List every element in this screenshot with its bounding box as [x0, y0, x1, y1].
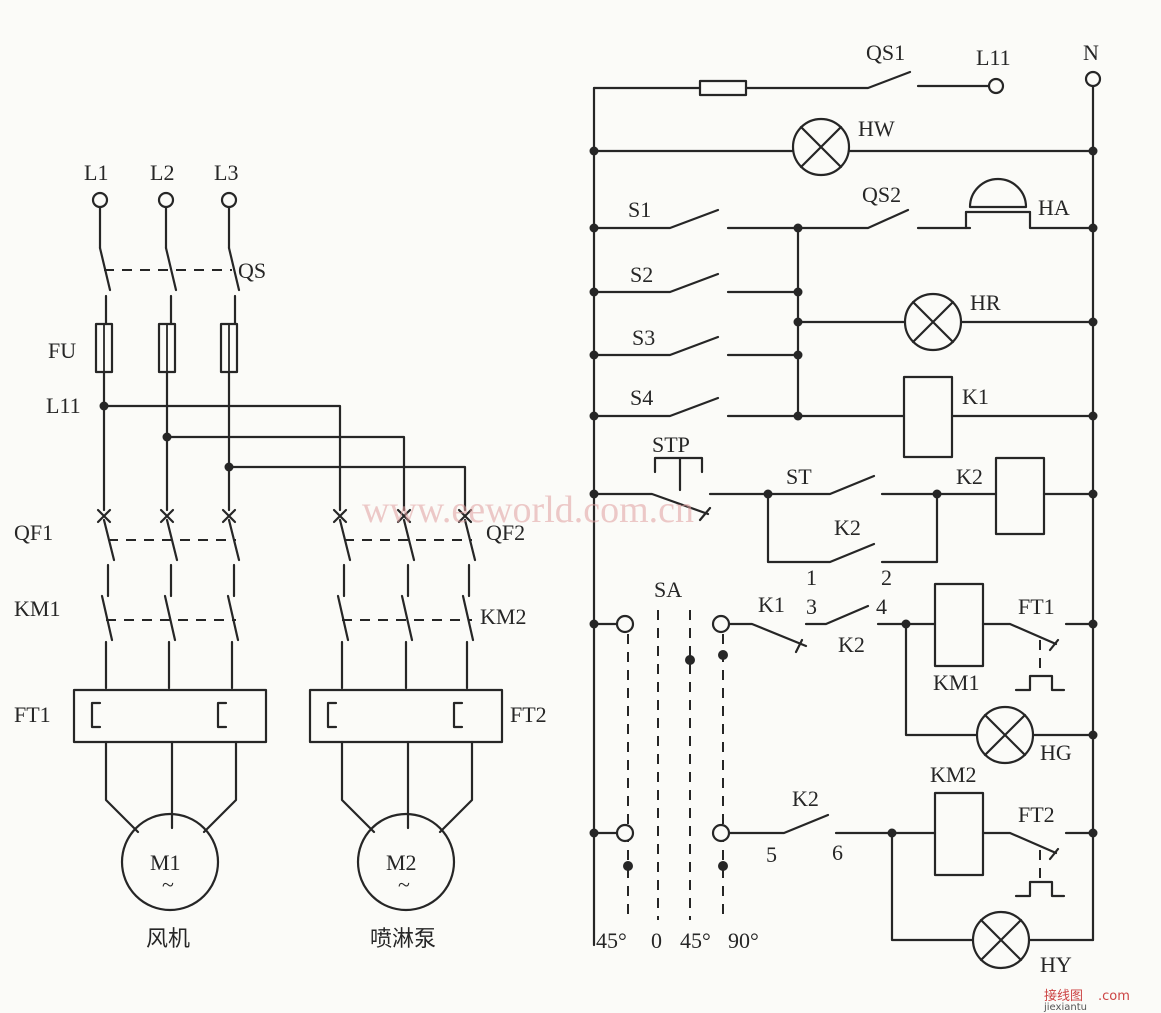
sa-position-1: 45° — [596, 928, 627, 953]
node-3: 3 — [806, 594, 817, 619]
node-4: 4 — [876, 594, 887, 619]
ft1-power-label: FT1 — [14, 702, 51, 727]
km2-power-label: KM2 — [480, 604, 526, 629]
sa-label: SA — [654, 577, 682, 602]
motor-m1 — [120, 812, 220, 912]
phase-l2-label: L2 — [150, 160, 174, 185]
sa-position-2: 0 — [651, 928, 662, 953]
k1-contact-label: K1 — [758, 592, 785, 617]
s2-label: S2 — [630, 262, 653, 287]
lamp-hr — [903, 292, 963, 352]
terminal-l1 — [91, 191, 109, 209]
sa-position-3: 45° — [680, 928, 711, 953]
ft1-overload-relay — [72, 688, 268, 744]
eeworld-watermark: www.eeworld.com.cn — [362, 489, 694, 531]
qs-label: QS — [238, 258, 266, 283]
motor-m2 — [356, 812, 456, 912]
ft1-control-label: FT1 — [1018, 594, 1055, 619]
qf2-label: QF2 — [486, 520, 525, 545]
ft2-power-label: FT2 — [510, 702, 547, 727]
lamp-hg — [975, 705, 1035, 765]
l11-bus-label: L11 — [46, 393, 81, 418]
node-5: 5 — [766, 842, 777, 867]
ha-label: HA — [1038, 195, 1070, 220]
power-circuit: L1 L2 L3 QS FU L11 QF1 — [14, 160, 547, 952]
node-6: 6 — [832, 840, 843, 865]
relay-coil-k1 — [902, 375, 954, 459]
lamp-hy — [971, 910, 1031, 970]
lamp-hw — [791, 117, 851, 177]
sa-terminal-right-bottom — [711, 823, 731, 843]
s4-label: S4 — [630, 385, 653, 410]
jiexiantu-watermark-com: .com — [1098, 989, 1130, 1004]
k2-lower-label: K2 — [792, 786, 819, 811]
sa-terminal-left-top — [615, 614, 635, 634]
l11-label: L11 — [976, 45, 1011, 70]
ft2-control-label: FT2 — [1018, 802, 1055, 827]
terminal-l11 — [987, 77, 1005, 95]
phase-l1-label: L1 — [84, 160, 108, 185]
hg-label: HG — [1040, 740, 1072, 765]
node-1: 1 — [806, 565, 817, 590]
control-fuse — [698, 79, 748, 97]
motor-m1-name: 风机 — [146, 927, 190, 952]
sa-position-4: 90° — [728, 928, 759, 953]
alarm-bell-ha — [968, 177, 1028, 209]
jiexiantu-watermark-url: jiexiantu — [1043, 1002, 1087, 1013]
contactor-coil-km1 — [933, 582, 985, 668]
node-2: 2 — [881, 565, 892, 590]
terminal-n — [1084, 70, 1102, 88]
n-label: N — [1083, 40, 1099, 65]
fu-label: FU — [48, 338, 76, 363]
s3-label: S3 — [632, 325, 655, 350]
jiexiantu-watermark-cn: 接线图 — [1044, 988, 1083, 1004]
ft2-overload-relay — [308, 688, 504, 744]
k2-coil-label: K2 — [956, 464, 983, 489]
stp-label: STP — [652, 432, 690, 457]
qf1-label: QF1 — [14, 520, 53, 545]
qs1-label: QS1 — [866, 40, 905, 65]
sa-terminal-left-bottom — [615, 823, 635, 843]
motor-m1-symbol: ~ — [162, 872, 174, 897]
km1-coil-label: KM1 — [933, 670, 979, 695]
sa-terminal-right-top — [711, 614, 731, 634]
k2-contact-label: K2 — [838, 632, 865, 657]
motor-m2-tag: M2 — [386, 850, 417, 875]
control-circuit: QS1 L11 N HW S1 QS2 HA S2 S3 S4 — [589, 40, 1102, 977]
hy-label: HY — [1040, 952, 1072, 977]
hw-label: HW — [858, 116, 895, 141]
contactor-coil-km2 — [933, 791, 985, 877]
phase-l3-label: L3 — [214, 160, 238, 185]
motor-m2-symbol: ~ — [398, 872, 410, 897]
k2-hold-label: K2 — [834, 515, 861, 540]
motor-m2-name: 喷淋泵 — [370, 927, 436, 952]
hr-label: HR — [970, 290, 1001, 315]
relay-coil-k2 — [994, 456, 1046, 536]
k1-coil-label: K1 — [962, 384, 989, 409]
km1-power-label: KM1 — [14, 596, 60, 621]
s1-label: S1 — [628, 197, 651, 222]
terminal-l2 — [157, 191, 175, 209]
qs2-label: QS2 — [862, 182, 901, 207]
st-label: ST — [786, 464, 812, 489]
motor-m1-tag: M1 — [150, 850, 181, 875]
km2-coil-label: KM2 — [930, 762, 976, 787]
terminal-l3 — [220, 191, 238, 209]
